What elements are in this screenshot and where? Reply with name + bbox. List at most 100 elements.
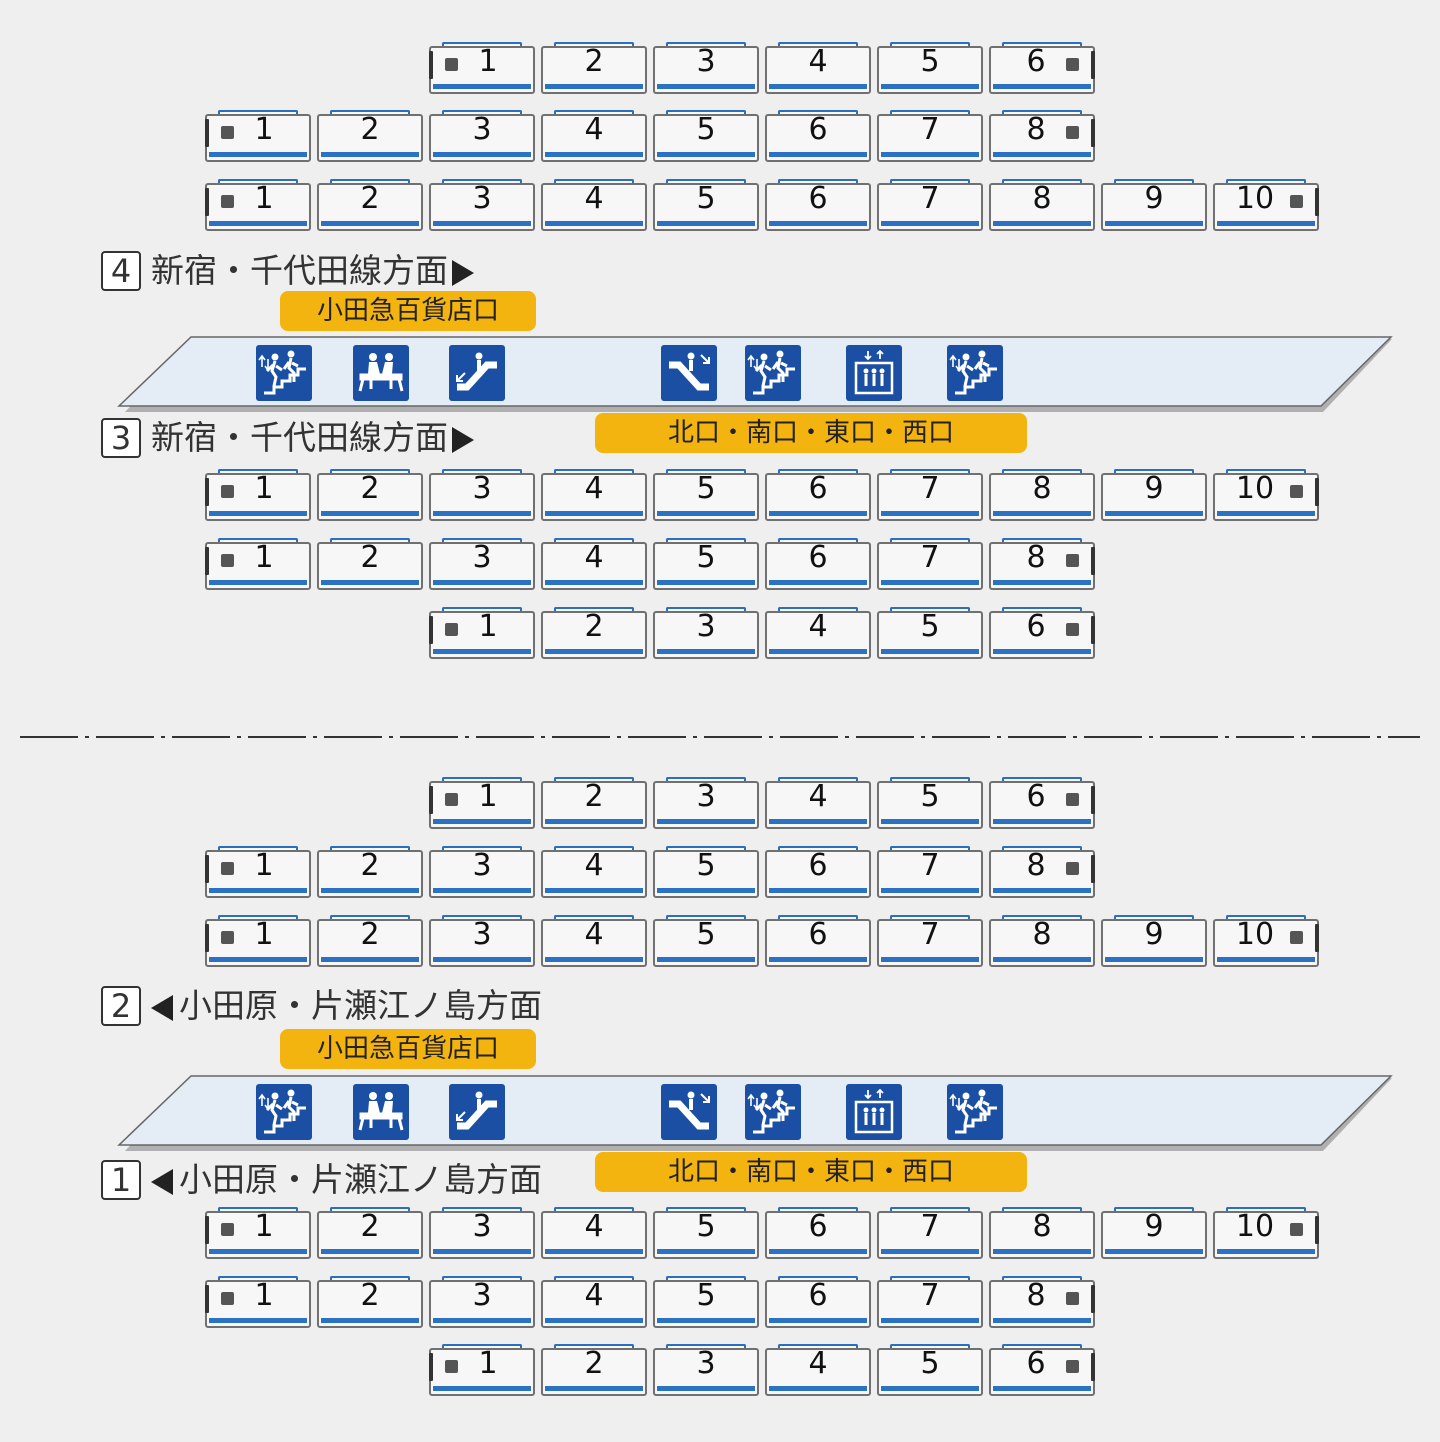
car-stripe bbox=[1105, 511, 1203, 516]
train-car: 6 bbox=[765, 1207, 871, 1259]
car-stripe bbox=[545, 580, 643, 585]
train-car: 2 bbox=[541, 607, 647, 659]
train-car: 6 bbox=[765, 538, 871, 590]
train-car: 2 bbox=[317, 538, 423, 590]
car-stripe bbox=[209, 511, 307, 516]
car-stripe bbox=[769, 888, 867, 893]
car-number: 1 bbox=[478, 44, 498, 79]
car-number: 3 bbox=[472, 181, 492, 216]
section-divider bbox=[20, 724, 1420, 743]
car-stripe bbox=[769, 819, 867, 824]
car-stripe bbox=[433, 1386, 531, 1391]
car-stripe bbox=[993, 819, 1091, 824]
train-car: 8 bbox=[989, 469, 1095, 521]
car-roof bbox=[330, 110, 410, 115]
car-roof bbox=[1002, 469, 1082, 474]
train-car: 9 bbox=[1101, 469, 1207, 521]
car-number: 3 bbox=[472, 917, 492, 952]
exit-label-department-store: 小田急百貨店口 bbox=[280, 1029, 536, 1069]
car-stripe bbox=[769, 580, 867, 585]
car-body bbox=[989, 473, 1095, 521]
car-stripe bbox=[433, 1249, 531, 1254]
train-car: 4 bbox=[541, 846, 647, 898]
car-body bbox=[1213, 183, 1319, 231]
car-roof bbox=[554, 1344, 634, 1349]
car-roof bbox=[666, 1276, 746, 1281]
car-stripe bbox=[209, 888, 307, 893]
car-number: 6 bbox=[808, 1278, 828, 1313]
car-stripe bbox=[881, 152, 979, 157]
car-body bbox=[877, 1348, 983, 1396]
car-number: 3 bbox=[472, 848, 492, 883]
train-car: 3 bbox=[429, 469, 535, 521]
car-roof bbox=[1226, 179, 1306, 184]
car-stripe bbox=[657, 221, 755, 226]
car-body bbox=[1101, 473, 1207, 521]
car-body bbox=[989, 183, 1095, 231]
car-body bbox=[429, 781, 535, 829]
car-body bbox=[765, 46, 871, 94]
platform-number-badge: 1 bbox=[101, 1160, 141, 1200]
car-body bbox=[541, 542, 647, 590]
car-roof bbox=[778, 179, 858, 184]
train-car: 2 bbox=[317, 1276, 423, 1328]
car-stripe bbox=[433, 957, 531, 962]
car-body bbox=[541, 46, 647, 94]
car-roof bbox=[554, 469, 634, 474]
car-roof bbox=[218, 538, 298, 543]
direction-text: 新宿・千代田線方面 bbox=[151, 418, 448, 457]
car-stripe bbox=[321, 888, 419, 893]
car-roof bbox=[890, 469, 970, 474]
car-number: 2 bbox=[584, 1346, 604, 1381]
cab-edge bbox=[1315, 1216, 1319, 1244]
car-roof bbox=[442, 777, 522, 782]
car-roof bbox=[554, 1276, 634, 1281]
train-car: 5 bbox=[653, 915, 759, 967]
car-stripe bbox=[209, 221, 307, 226]
car-number: 3 bbox=[472, 540, 492, 575]
car-roof bbox=[1226, 915, 1306, 920]
car-number: 5 bbox=[696, 1278, 716, 1313]
cab-edge bbox=[1091, 616, 1095, 644]
train-car: 10 bbox=[1213, 469, 1319, 521]
car-number: 8 bbox=[1026, 540, 1046, 575]
car-body bbox=[205, 114, 311, 162]
car-number: 7 bbox=[920, 471, 940, 506]
train-car: 5 bbox=[653, 1207, 759, 1259]
car-body bbox=[989, 1280, 1095, 1328]
car-number: 5 bbox=[696, 848, 716, 883]
train-car: 6 bbox=[989, 607, 1095, 659]
cab-window bbox=[445, 623, 458, 636]
car-roof bbox=[330, 179, 410, 184]
car-stripe bbox=[209, 1249, 307, 1254]
car-number: 7 bbox=[920, 917, 940, 952]
car-stripe bbox=[321, 1318, 419, 1323]
train-car: 4 bbox=[765, 777, 871, 829]
car-roof bbox=[890, 607, 970, 612]
car-body bbox=[877, 850, 983, 898]
car-roof bbox=[330, 1207, 410, 1212]
cab-edge bbox=[1091, 547, 1095, 575]
cab-edge bbox=[205, 1216, 209, 1244]
car-number: 4 bbox=[584, 540, 604, 575]
car-stripe bbox=[881, 1386, 979, 1391]
car-number: 4 bbox=[808, 609, 828, 644]
car-roof bbox=[890, 915, 970, 920]
car-roof bbox=[666, 110, 746, 115]
cab-edge bbox=[1315, 478, 1319, 506]
train-car: 3 bbox=[653, 1344, 759, 1396]
car-number: 5 bbox=[696, 1209, 716, 1244]
car-stripe bbox=[657, 1386, 755, 1391]
car-stripe bbox=[993, 957, 1091, 962]
car-stripe bbox=[881, 649, 979, 654]
car-stripe bbox=[1105, 957, 1203, 962]
direction-text-row: 新宿・千代田線方面 bbox=[151, 251, 474, 291]
car-number: 1 bbox=[254, 181, 274, 216]
train-car: 7 bbox=[877, 179, 983, 231]
train-car: 3 bbox=[653, 607, 759, 659]
car-number: 5 bbox=[920, 1346, 940, 1381]
car-body bbox=[653, 473, 759, 521]
car-roof bbox=[666, 777, 746, 782]
